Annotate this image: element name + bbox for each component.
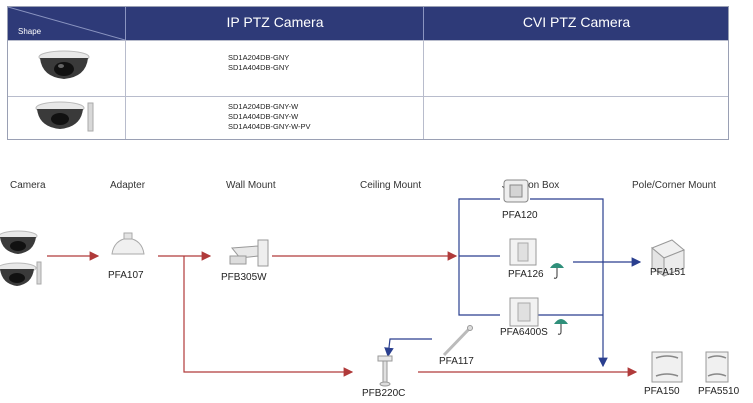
part-label-ceiling-pole: PFA117: [439, 356, 474, 367]
column-heading-camera: Camera: [10, 180, 46, 191]
part-label-ceiling-mount: PFB220C: [362, 388, 406, 399]
pole-mount-pfa151-icon: [651, 239, 685, 277]
arrow-adapter-to-ceiling-mount: [183, 256, 354, 377]
corner-mount-pfa5510-icon: [705, 351, 729, 383]
model-name: SD1A404DB-GNY: [228, 63, 290, 72]
table-divider: [423, 40, 424, 139]
dome-camera-icon: [0, 230, 38, 254]
arrow-junction-box-to-pole-mount: [530, 198, 608, 368]
adapter-icon: [111, 232, 145, 255]
part-label-pole-mount-2: PFA150: [644, 386, 680, 397]
table-header: Shape IP PTZ Camera CVI PTZ Camera: [8, 7, 728, 40]
part-label-pole-mount: PFA151: [650, 267, 686, 278]
table-row: SD1A204DB-GNY-W SD1A404DB-GNY-W SD1A404D…: [8, 96, 728, 141]
column-heading-junction-box: Junction Box: [502, 180, 560, 191]
shape-header-cell: Shape: [8, 7, 125, 40]
part-label-jbox-3: PFA6400S: [500, 327, 548, 338]
junction-box-pfa120-icon: [503, 179, 529, 203]
ip-model-list: SD1A204DB-GNY-W SD1A404DB-GNY-W SD1A404D…: [228, 102, 311, 132]
cvi-ptz-camera-header: CVI PTZ Camera: [423, 7, 729, 40]
part-label-jbox-2: PFA126: [508, 269, 544, 280]
wall-dome-camera-icon: [0, 261, 42, 286]
umbrella-icon: [554, 319, 568, 335]
column-heading-adapter: Adapter: [110, 180, 146, 191]
model-name: SD1A404DB-GNY-W: [228, 112, 299, 121]
table-divider: [125, 40, 126, 139]
camera-compatibility-table: Shape IP PTZ Camera CVI PTZ Camera SD1A2…: [7, 6, 729, 140]
umbrella-icon: [550, 263, 564, 279]
ip-model-list: SD1A204DB-GNY SD1A404DB-GNY: [228, 53, 289, 73]
column-heading-ceiling-mount: Ceiling Mount: [360, 180, 422, 191]
ip-ptz-camera-header: IP PTZ Camera: [125, 7, 424, 40]
junction-box-pfa6400s-icon: [509, 297, 539, 327]
junction-box-pfa126-icon: [509, 238, 537, 266]
ceiling-mount-icon: [377, 355, 393, 387]
header-diagonal: [8, 7, 125, 40]
model-name: SD1A204DB-GNY: [228, 53, 290, 62]
table-row: SD1A204DB-GNY SD1A404DB-GNY: [8, 40, 728, 96]
shape-header-label: Shape: [18, 27, 42, 36]
model-name: SD1A404DB-GNY-W-PV: [228, 122, 311, 131]
junction-box-bracket: [458, 198, 500, 316]
column-heading-wall-mount: Wall Mount: [226, 180, 276, 191]
wall-mount-icon: [229, 239, 269, 267]
column-heading-pole-mount: Pole/Corner Mount: [632, 180, 716, 191]
pole-mount-pfa150-icon: [651, 351, 683, 383]
part-label-corner-mount: PFA5510: [698, 386, 740, 397]
part-label-wall-mount: PFB305W: [221, 272, 267, 283]
dome-camera-icon: [38, 50, 90, 79]
wall-dome-camera-icon: [35, 101, 94, 132]
model-name: SD1A204DB-GNY-W: [228, 102, 299, 111]
part-label-jbox-1: PFA120: [502, 210, 538, 221]
part-label-adapter: PFA107: [108, 270, 144, 281]
arrow-pole-to-ceiling-mount: [384, 338, 432, 358]
ceiling-pole-icon: [442, 325, 473, 357]
